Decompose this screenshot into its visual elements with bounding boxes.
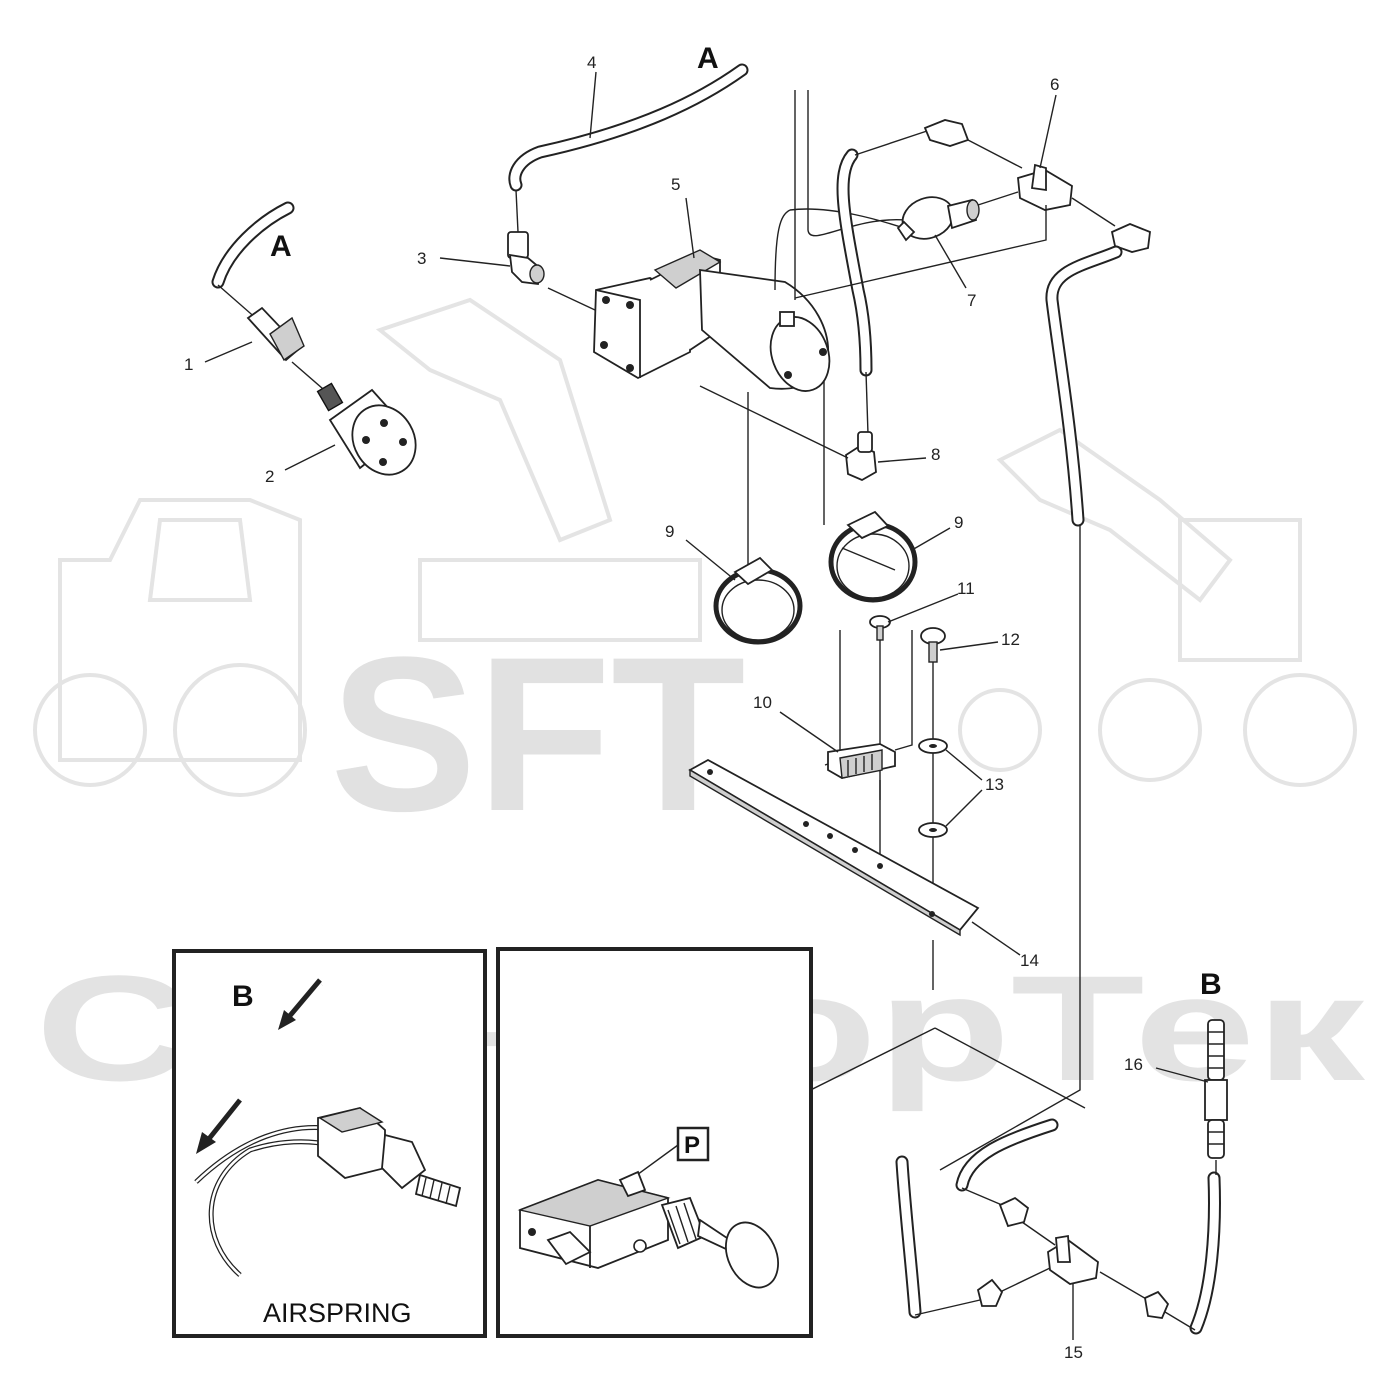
leader-line xyxy=(854,129,931,156)
callout-13: 13 xyxy=(945,749,1004,827)
callout-11: 11 xyxy=(887,579,975,623)
callout-16: 16 xyxy=(1124,1055,1209,1083)
svg-text:14: 14 xyxy=(1020,951,1039,970)
part-3-elbow xyxy=(507,231,545,286)
p-marker xyxy=(676,1126,710,1162)
connector-b-right: B xyxy=(1200,968,1222,1001)
leader-line xyxy=(967,139,1023,169)
svg-text:6: 6 xyxy=(1050,75,1059,94)
watermark-tractor-left xyxy=(33,498,307,797)
svg-text:7: 7 xyxy=(967,291,976,310)
svg-text:9: 9 xyxy=(665,522,674,541)
callout-14: 14 xyxy=(971,921,1039,970)
part-10-bracket xyxy=(827,743,896,779)
svg-text:9: 9 xyxy=(954,513,963,532)
part-14-plate xyxy=(688,758,980,937)
inset-valve-p: P xyxy=(496,947,813,1338)
hose-4 xyxy=(508,63,749,192)
leader-line xyxy=(515,189,519,233)
airspring-caption: AIRSPRING xyxy=(263,1298,412,1328)
leader-line xyxy=(1164,1311,1196,1331)
watermark-excavator xyxy=(375,297,702,642)
svg-text:15: 15 xyxy=(1064,1343,1083,1362)
leader-line xyxy=(1099,1271,1149,1301)
svg-text:1: 1 xyxy=(184,355,193,374)
hose-right xyxy=(1045,245,1123,527)
svg-text:16: 16 xyxy=(1124,1055,1143,1074)
part-9-clamp-right xyxy=(828,510,918,603)
svg-text:4: 4 xyxy=(587,53,596,72)
part-5-compressor xyxy=(593,249,831,392)
leader-line xyxy=(934,1027,1086,1109)
part-7-pressure-switch xyxy=(896,196,980,242)
p-label: P xyxy=(684,1132,700,1159)
leader-line xyxy=(914,1299,981,1316)
part-12-bolt xyxy=(920,627,946,663)
callout-3: 3 xyxy=(417,249,511,268)
arrow-icon xyxy=(286,978,322,1020)
svg-text:3: 3 xyxy=(417,249,426,268)
leader-line xyxy=(547,287,596,311)
part-13-washer-lower xyxy=(918,822,948,838)
part-9-clamp-left xyxy=(713,556,803,645)
part-13-washer-upper xyxy=(918,738,948,754)
callout-2: 2 xyxy=(265,444,336,486)
part-8-elbow xyxy=(845,431,877,482)
callout-1: 1 xyxy=(184,341,253,374)
callout-15: 15 xyxy=(1064,1343,1083,1362)
hose-bottom-left xyxy=(895,1155,922,1319)
hose-to-8 xyxy=(836,148,873,377)
callout-10: 10 xyxy=(753,693,839,753)
watermark-machine-right xyxy=(958,427,1357,787)
leader-line xyxy=(1071,197,1116,227)
svg-text:13: 13 xyxy=(985,775,1004,794)
callout-6: 6 xyxy=(1039,75,1059,169)
hose-bottom-right xyxy=(1189,1171,1221,1335)
part-2-valve xyxy=(316,382,417,476)
callout-5: 5 xyxy=(671,175,680,194)
part-15-fittings xyxy=(976,1196,1170,1319)
callout-4: 4 xyxy=(587,53,597,139)
connector-a-top: A xyxy=(697,42,719,75)
inset-airspring: B AIRSPRING xyxy=(172,949,487,1338)
leader-line xyxy=(977,191,1019,206)
svg-text:11: 11 xyxy=(957,579,975,598)
part-1-fitting xyxy=(246,306,305,362)
leader-line xyxy=(961,1187,1003,1206)
leader-line xyxy=(794,205,1047,299)
callout-9a: 9 xyxy=(665,522,736,581)
callout-8: 8 xyxy=(877,445,940,464)
svg-text:12: 12 xyxy=(1001,630,1020,649)
leader-line xyxy=(685,197,695,259)
leader-line xyxy=(865,371,869,435)
part-6-tee xyxy=(923,119,1151,253)
leader-line xyxy=(894,630,913,751)
hose-a-left xyxy=(211,201,295,289)
leader-line xyxy=(999,1267,1051,1293)
arrow-icon xyxy=(206,1098,242,1142)
callout-9b: 9 xyxy=(911,513,963,551)
hose-bottom-middle xyxy=(955,1118,1059,1192)
svg-text:8: 8 xyxy=(931,445,940,464)
connector-a-left: A xyxy=(270,230,292,263)
leader-line xyxy=(1021,1221,1056,1246)
svg-text:10: 10 xyxy=(753,693,772,712)
watermark-logo: SFT xyxy=(330,611,746,857)
leader-line xyxy=(699,385,849,459)
svg-text:2: 2 xyxy=(265,467,274,486)
part-16-connector xyxy=(1204,1019,1228,1159)
callout-12: 12 xyxy=(939,630,1020,651)
svg-text:5: 5 xyxy=(671,175,680,194)
part-11-screw xyxy=(869,615,891,641)
leader-line xyxy=(217,284,259,321)
callout-7: 7 xyxy=(934,234,976,310)
leader-line xyxy=(939,525,1081,1171)
inset-connector-b: B xyxy=(232,980,254,1013)
